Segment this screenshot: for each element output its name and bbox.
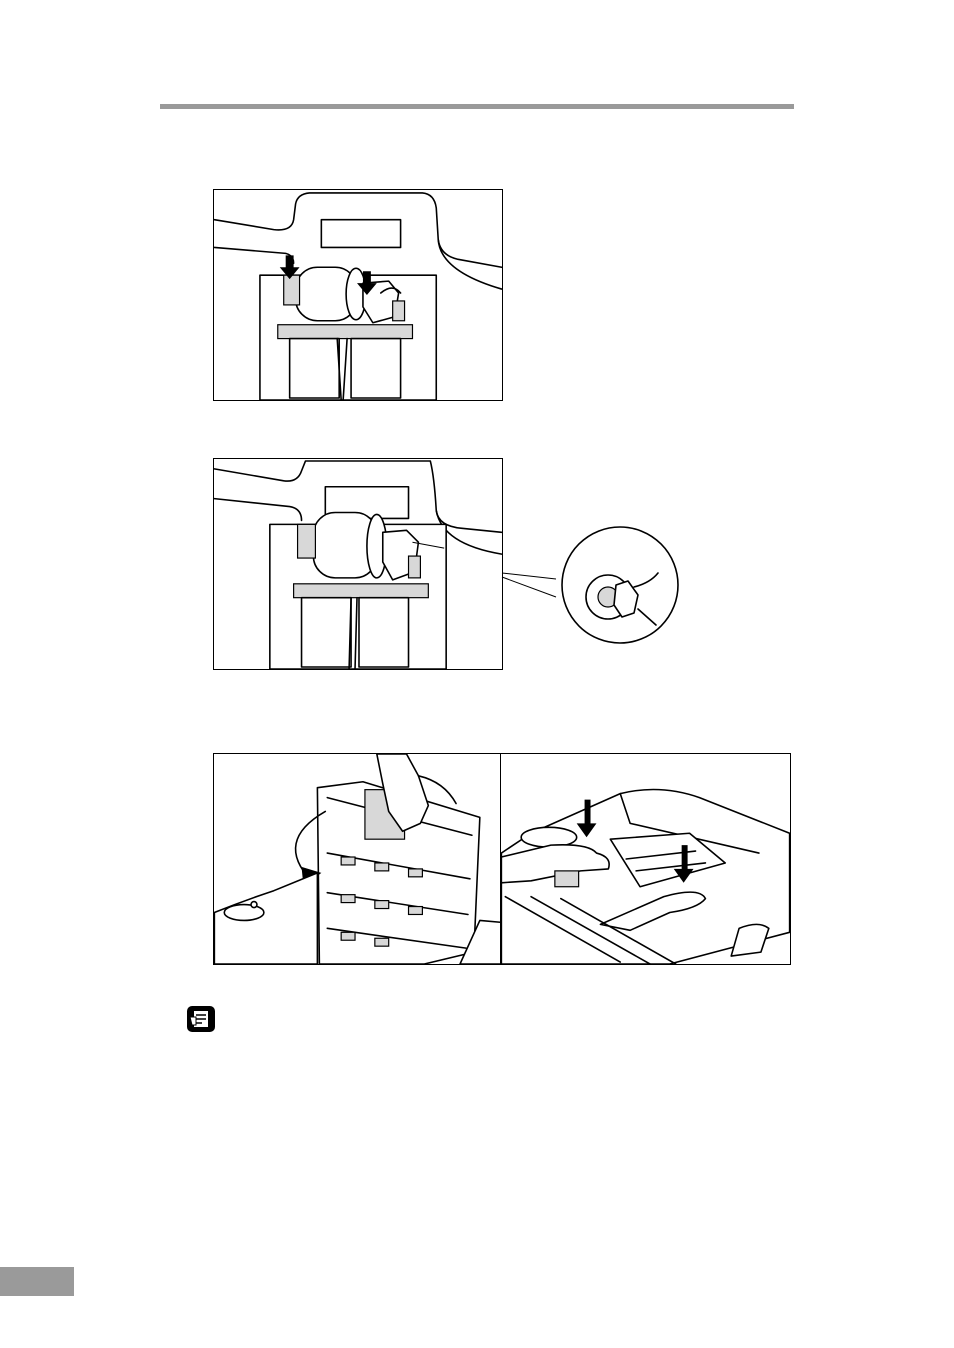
roller-removal-figure (213, 189, 503, 401)
roller-detail-callout (430, 525, 690, 655)
cover-closing-illustration (214, 754, 502, 964)
note-icon (186, 1005, 216, 1033)
roller-removal-illustration (214, 190, 502, 400)
tray-pressing-illustration (501, 754, 790, 964)
page-number-tab (0, 1267, 74, 1296)
cover-closing-figure (213, 753, 503, 965)
header-rule (160, 104, 794, 109)
tray-pressing-figure (500, 753, 791, 965)
